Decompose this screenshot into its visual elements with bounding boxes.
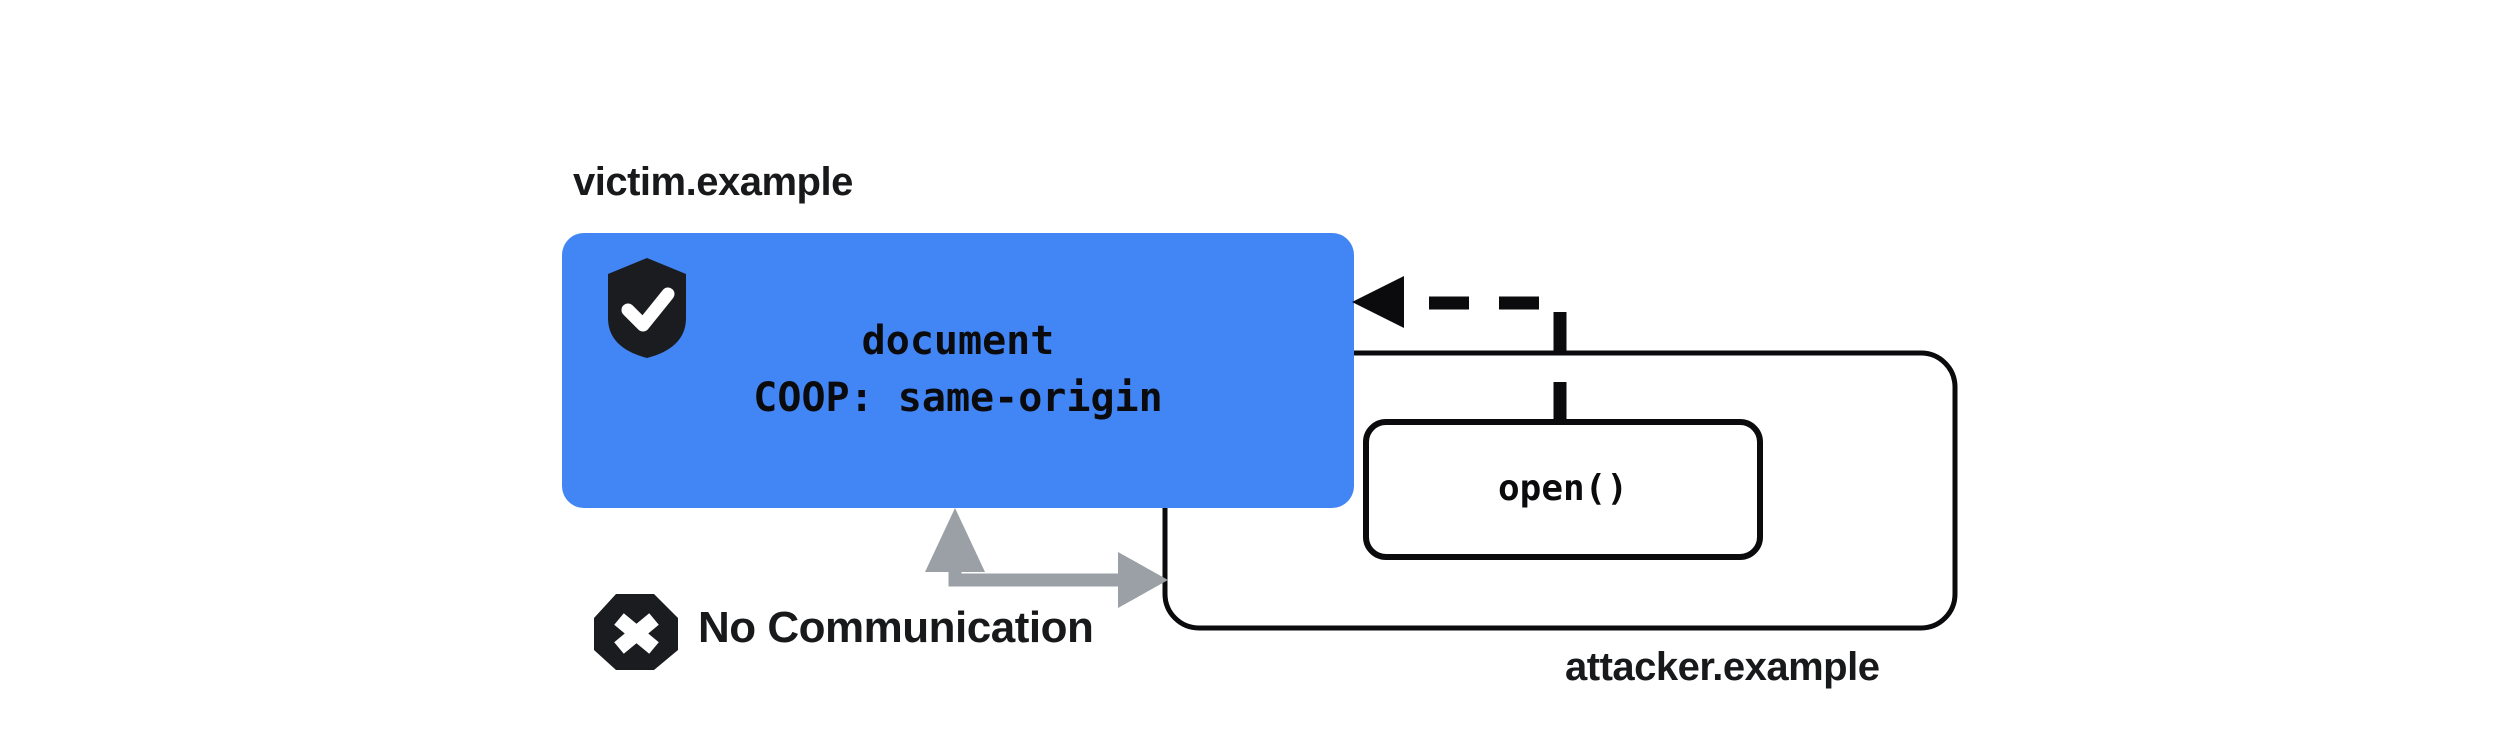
open-call-label: open() (1497, 468, 1629, 509)
shield-check-icon (608, 258, 686, 358)
victim-document-label: document (861, 318, 1055, 364)
open-arrow (1352, 276, 1567, 422)
no-communication-arrow (925, 508, 1168, 608)
victim-origin-label: victim.example (573, 160, 853, 204)
attacker-origin-label: attacker.example (1565, 645, 1880, 689)
victim-origin-card (562, 233, 1354, 508)
victim-coop-header: COOP: same-origin (753, 375, 1163, 421)
no-communication-label: No Communication (698, 603, 1094, 652)
x-octagon-icon (594, 594, 678, 670)
